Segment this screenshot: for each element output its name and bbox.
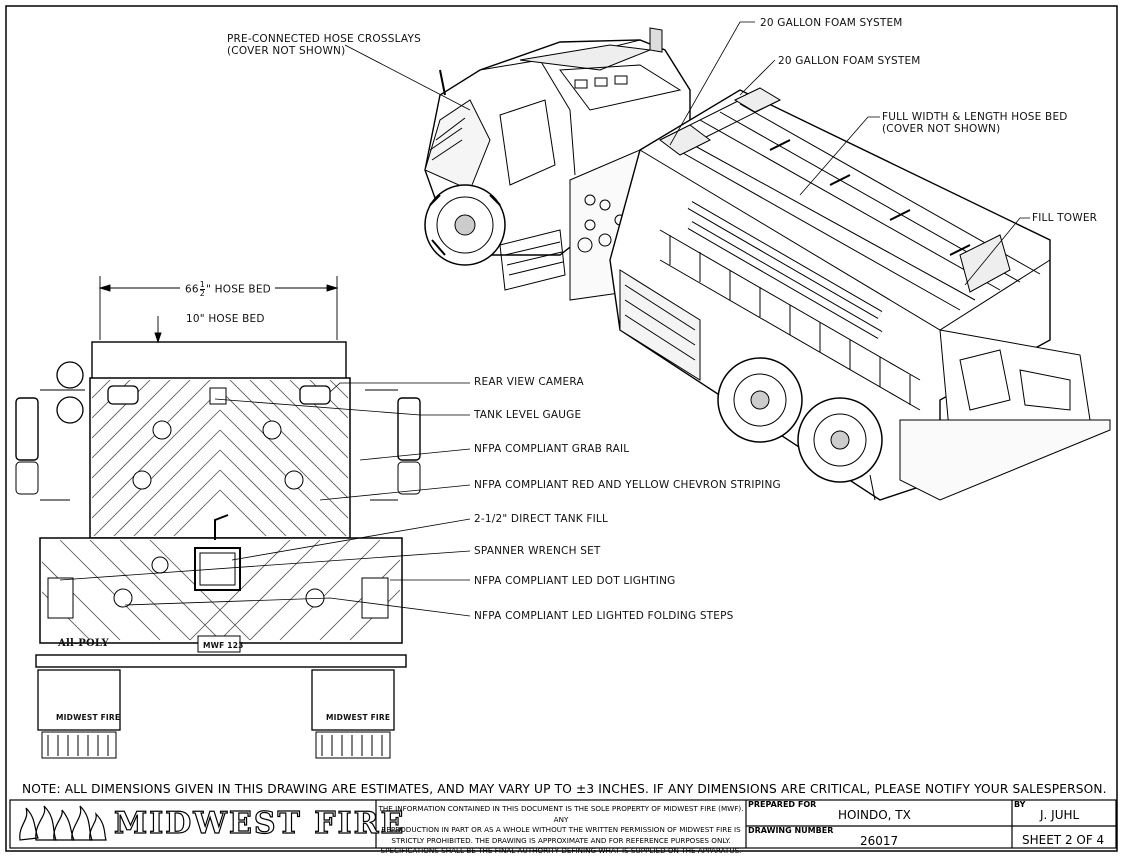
callout-fill-tower: FILL TOWER [1032, 212, 1098, 224]
license-plate: MWF 123 [203, 641, 244, 650]
rear-view-truck [15, 341, 421, 759]
hose-bed-depth-dimension: 10" HOSE BED [186, 313, 265, 325]
drawn-by-label: BY [1014, 800, 1026, 809]
disclaimer-line: THE INFORMATION CONTAINED IN THIS DOCUME… [378, 804, 744, 824]
callout-foam-system-1: 20 GALLON FOAM SYSTEM [760, 17, 903, 29]
drawn-by-value: J. JUHL [1040, 808, 1080, 822]
title-block [9, 799, 1117, 849]
callout-tank-gauge: TANK LEVEL GAUGE [474, 409, 582, 421]
prepared-for-value: HOINDO, TX [838, 808, 911, 822]
disclaimer-line: STRICTLY PROHIBITED. THE DRAWING IS APPR… [391, 835, 731, 845]
mudflap-right-text: MIDWEST FIRE [326, 713, 391, 722]
callout-chevron-striping: NFPA COMPLIANT RED AND YELLOW CHEVRON ST… [474, 479, 781, 491]
leader-lines [59, 21, 1030, 617]
isometric-truck-view [424, 27, 1111, 501]
callout-hose-bed-line1: FULL WIDTH & LENGTH HOSE BED [882, 111, 1068, 123]
callout-grab-rail: NFPA COMPLIANT GRAB RAIL [474, 443, 630, 455]
callout-crosslays-line1: PRE-CONNECTED HOSE CROSSLAYS [227, 33, 421, 45]
callout-spanner-set: SPANNER WRENCH SET [474, 545, 601, 557]
drawing-number-label: DRAWING NUMBER [748, 826, 834, 835]
callout-dot-lighting: NFPA COMPLIANT LED DOT LIGHTING [474, 575, 676, 587]
disclaimer-block: THE INFORMATION CONTAINED IN THIS DOCUME… [378, 804, 744, 857]
sheet-number: SHEET 2 OF 4 [1022, 833, 1105, 847]
callout-folding-steps: NFPA COMPLIANT LED LIGHTED FOLDING STEPS [474, 610, 734, 622]
callout-crosslays-line2: (COVER NOT SHOWN) [227, 45, 346, 57]
dimension-note: NOTE: ALL DIMENSIONS GIVEN IN THIS DRAWI… [22, 782, 1107, 796]
callout-tank-fill: 2-1/2" DIRECT TANK FILL [474, 513, 609, 525]
sheet-border [5, 5, 1118, 852]
callout-foam-system-2: 20 GALLON FOAM SYSTEM [778, 55, 921, 67]
callout-hose-bed-line2: (COVER NOT SHOWN) [882, 123, 1001, 135]
mudflap-left-text: MIDWEST FIRE [56, 713, 121, 722]
dimension-lines [98, 276, 339, 344]
callout-rear-camera: REAR VIEW CAMERA [474, 376, 584, 388]
company-logo-text: MIDWEST FIRE [113, 805, 406, 841]
disclaimer-line: SPECIFICATIONS SHALL BE THE FINAL AUTHOR… [380, 846, 742, 855]
drawing-number-value: 26017 [860, 834, 899, 848]
body-badge: All-POLY [58, 638, 109, 649]
flame-logo-icon [19, 805, 107, 841]
prepared-for-label: PREPARED FOR [748, 800, 817, 809]
disclaimer-line: REPRODUCTION IN PART OR AS A WHOLE WITHO… [381, 825, 741, 834]
